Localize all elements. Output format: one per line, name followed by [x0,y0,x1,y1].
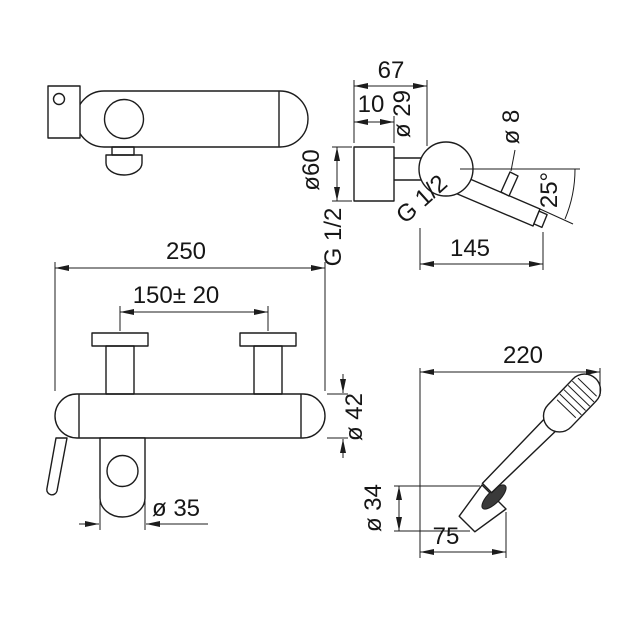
right-escutcheon [239,332,297,347]
side-view-dimension-lines [332,80,580,270]
dim-10: 10 [358,91,385,118]
holder-socket [481,484,507,510]
diverter-knob [500,171,519,197]
right-union [253,345,283,395]
mixer-front-view: 250 150± 20 ø 42 ø 35 [46,238,368,530]
spout-front [99,437,146,518]
lever-handle [46,437,68,496]
shower-head-ridges [556,377,597,419]
shower-view-dimension-lines [394,368,601,558]
shower-head [542,373,602,433]
dim-220: 220 [503,342,543,369]
dim-g12-inlet: G 1/2 [320,208,347,267]
dim-67: 67 [378,57,405,84]
diverter-front [106,454,139,488]
dim-diameter-8: ø 8 [498,110,525,145]
aerator-tip [533,210,548,229]
dim-diameter-42: ø 42 [341,393,368,441]
dim-150-tolerance: 150± 20 [133,282,220,309]
left-escutcheon [91,332,149,347]
mixer-side-view: 67 10 ø 29 ø60 G 1/2 G 1/2 ø 8 25° 145 [298,57,580,270]
left-union [105,345,135,395]
dim-diameter-35: ø 35 [152,495,200,522]
dim-diameter-60: ø60 [298,149,325,190]
dim-angle-25: 25° [536,172,563,208]
front-view-dimension-lines [54,262,348,530]
dim-145: 145 [450,235,490,262]
dim-diameter-34: ø 34 [360,484,387,532]
handle-dome [105,154,143,176]
wall-bracket [47,85,81,139]
handle-neck [111,146,135,156]
mixer-top-view [47,85,309,176]
dim-75: 75 [433,523,460,550]
mixer-body-outline [75,90,309,148]
wall-plate-side [353,146,395,202]
dim-250: 250 [166,238,206,265]
cartridge-cap [103,98,145,140]
hand-shower-view: 220 ø 34 75 [360,342,602,558]
mixer-body-front [54,393,326,439]
dim-diameter-29: ø 29 [389,90,416,138]
bracket-screw-hole [52,92,66,106]
